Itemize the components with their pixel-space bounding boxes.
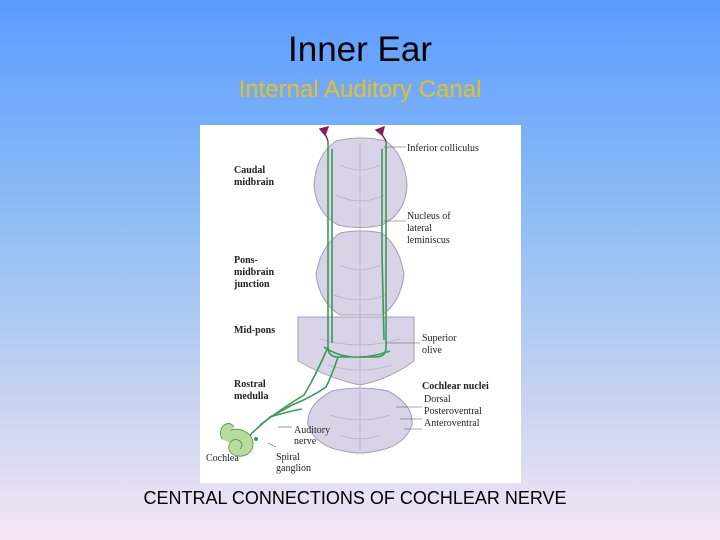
label-posteroventral: Posteroventral xyxy=(424,406,482,417)
brainstem-sections xyxy=(298,138,414,453)
label-cochlear-nuclei: Cochlear nuclei xyxy=(422,381,489,392)
label-anteroventral: Anteroventral xyxy=(424,418,480,429)
label-inferior-colliculus: Inferior colliculus xyxy=(407,143,479,154)
right-arrowhead-icon xyxy=(376,127,384,135)
auditory-pathway-diagram: Caudal midbrain Pons- midbrain junction … xyxy=(200,125,521,483)
label-mid-pons: Mid-pons xyxy=(234,325,275,336)
slide-subtitle: Internal Auditory Canal xyxy=(0,76,720,104)
nerve-to-cochlear-nuclei-3 xyxy=(270,409,302,417)
auditory-pathway-figure: Caudal midbrain Pons- midbrain junction … xyxy=(200,125,521,483)
label-pons-midbrain-junction: Pons- midbrain junction xyxy=(233,255,277,290)
label-cochlea: Cochlea xyxy=(206,453,239,464)
cochlea-icon xyxy=(220,423,253,456)
label-caudal-midbrain: Caudal midbrain xyxy=(234,165,274,188)
label-nucleus-lateral-lemniscus: Nucleus of lateral leminiscus xyxy=(407,211,453,246)
label-rostral-medulla: Rostral medulla xyxy=(234,379,268,402)
slide-caption: CENTRAL CONNECTIONS OF COCHLEAR NERVE xyxy=(0,488,710,509)
left-arrowhead-icon xyxy=(320,127,328,135)
slide-title: Inner Ear xyxy=(0,30,720,70)
label-spiral-ganglion: Spiral ganglion xyxy=(276,452,311,474)
spiral-ganglion-marker xyxy=(254,437,258,441)
label-superior-olive: Superior olive xyxy=(422,333,459,356)
label-dorsal: Dorsal xyxy=(424,394,451,405)
